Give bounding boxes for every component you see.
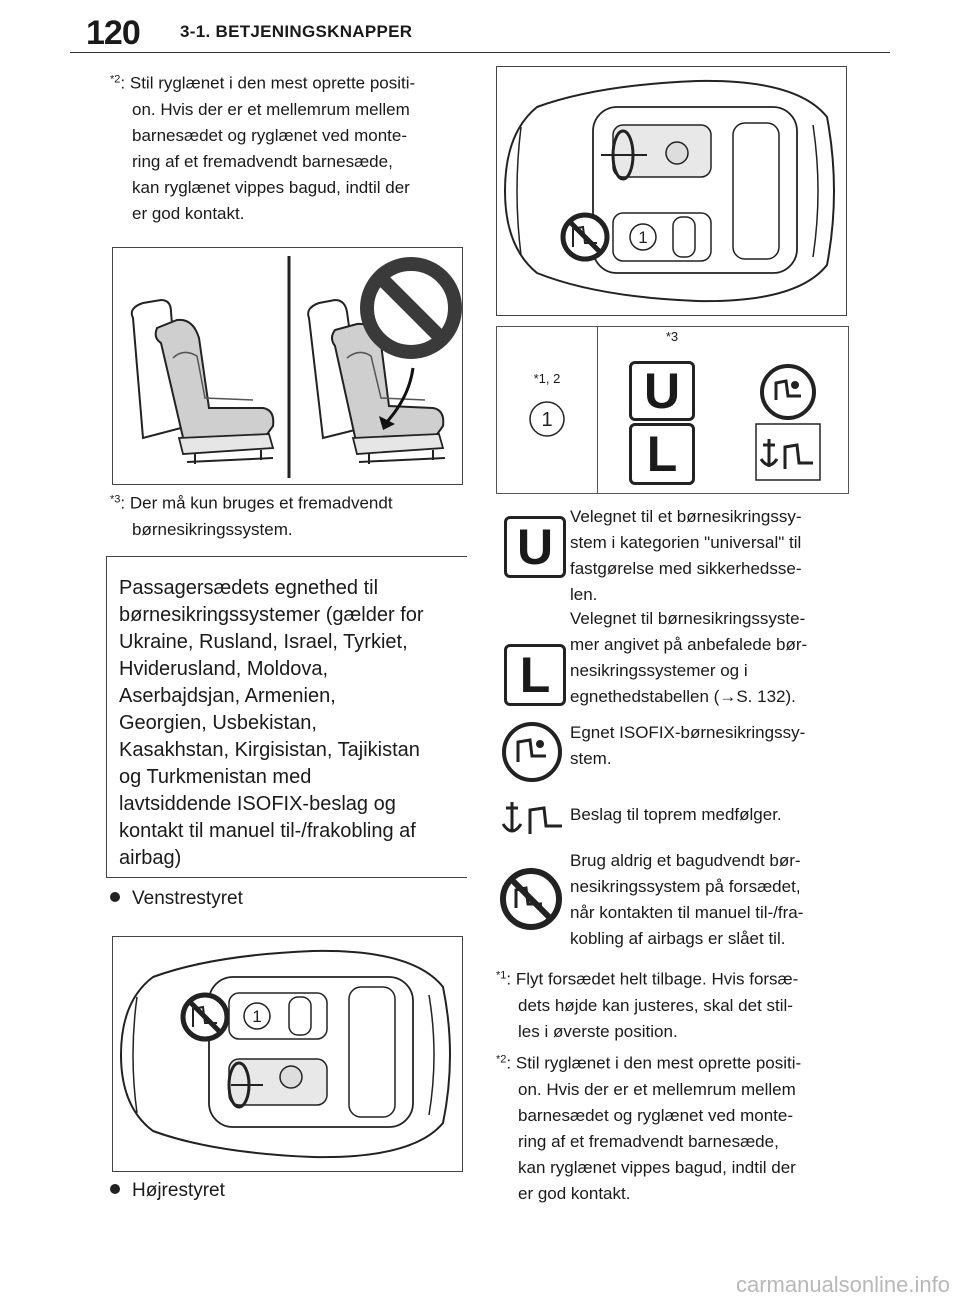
legend-line: Beslag til toprem medfølger.: [570, 805, 782, 824]
heading-line: Aserbajdsjan, Armenien,: [119, 685, 336, 707]
legend-isofix-text: Egnet ISOFIX-børnesikringssy- stem.: [570, 720, 860, 772]
legend-line: mer angivet på anbefalede bør-: [570, 635, 808, 654]
note-line: barnesædet og ryglænet ved monte-: [132, 125, 407, 145]
legend-line: stem.: [570, 749, 612, 768]
legend-tether-text: Beslag til toprem medfølger.: [570, 802, 860, 828]
legend-line: stem i kategorien "universal" til: [570, 533, 802, 552]
heading-line: Ukraine, Rusland, Israel, Tyrkiet,: [119, 631, 408, 653]
note-mark: *2: [496, 1053, 507, 1065]
heading-line: airbag): [119, 847, 182, 869]
legend-line: kobling af airbags er slået til.: [570, 929, 786, 948]
note-line: børnesikringssystem.: [132, 519, 293, 539]
legend-line: nesikringssystemer og i: [570, 661, 748, 680]
seat-number-1-icon: 1: [529, 401, 565, 437]
note-line: er god kontakt.: [518, 1183, 631, 1203]
legend-never-text: Brug aldrig et bagudvendt bør- nesikring…: [570, 848, 860, 952]
seat-number: 1: [638, 228, 647, 247]
heading-line: Passagersædets egnethed til: [119, 577, 379, 599]
note-line: : Der må kun bruges et fremadvendt: [120, 493, 393, 513]
watermark: carmanualsonline.info: [735, 1272, 950, 1297]
lhd-car-figure: 1: [112, 936, 463, 1172]
legend-line: Velegnet til børnesikringssyste-: [570, 609, 806, 628]
correct-seat-icon: [130, 298, 275, 464]
seat-comparison-figure: [112, 247, 463, 485]
note-line: ring af et fremadvendt barnesæde,: [132, 151, 393, 171]
rear-facing-prohibited-icon: [180, 992, 230, 1042]
note-line: kan ryglænet vippes bagud, indtil der: [132, 177, 410, 197]
legend-universal-text: Velegnet til et børnesikringssy- stem i …: [570, 504, 860, 608]
bullet-right-hand-drive: Højrestyret: [110, 1180, 225, 1202]
seat-number: 1: [252, 1007, 261, 1026]
note-mark: *1: [496, 969, 507, 981]
note-line: : Flyt forsædet helt tilbage. Hvis forsæ…: [506, 969, 799, 989]
suitability-table: *1, 2 1 *3 U L: [496, 326, 849, 494]
note-line: les i øverste position.: [518, 1021, 678, 1041]
note-line: kan ryglænet vippes bagud, indtil der: [518, 1157, 796, 1177]
rhd-car-figure: 1: [496, 66, 847, 316]
note-line: : Stil ryglænet i den mest oprette posit…: [506, 1053, 802, 1073]
note-mark: *3: [110, 493, 121, 505]
note-line: : Stil ryglænet i den mest oprette posit…: [120, 73, 416, 93]
legend-line: fastgørelse med sikkerhedsse-: [570, 559, 802, 578]
col2-header: *3: [665, 329, 679, 344]
heading-line: Kasakhstan, Kirgisistan, Tajikistan: [119, 739, 420, 761]
universal-badge-icon: U: [629, 361, 695, 421]
applicability-panel: Passagersædets egnethed til børnesikring…: [106, 556, 467, 878]
top-tether-anchor-icon: [755, 423, 821, 481]
heading-line: børnesikringssystemer (gælder for: [119, 604, 424, 626]
header-rule: [70, 52, 890, 53]
legend-universal-badge-icon: U: [504, 516, 566, 578]
page-number: 120: [86, 14, 141, 52]
legend-isofix-icon: [502, 722, 562, 782]
heading-line: og Turkmenistan med: [119, 766, 312, 788]
child-seat-illustration: [130, 256, 462, 478]
incorrect-seat-icon: [307, 298, 446, 464]
legend-line: når kontakten til manuel til-/fra-: [570, 903, 804, 922]
prohibition-icon: [360, 257, 462, 359]
left-note-2: *2: Stil ryglænet i den mest oprette pos…: [110, 66, 470, 227]
car-top-view-rhd: 1: [503, 79, 835, 303]
left-note-3: *3: Der må kun bruges et fremadvendt bør…: [110, 486, 470, 543]
heading-line: Hviderusland, Moldova,: [119, 658, 328, 680]
right-note-2: *2: Stil ryglænet i den mest oprette pos…: [496, 1046, 866, 1207]
legend-line: len.: [570, 585, 598, 604]
col1-header: *1, 2: [533, 371, 561, 386]
bullet-left-hand-drive: Venstrestyret: [110, 888, 243, 910]
right-note-1: *1: Flyt forsædet helt tilbage. Hvis for…: [496, 962, 866, 1045]
note-line: ring af et fremadvendt barnesæde,: [518, 1131, 779, 1151]
note-line: barnesædet og ryglænet ved monte-: [518, 1105, 793, 1125]
section-title: 3-1. BETJENINGSKNAPPER: [180, 22, 413, 41]
lhd-badge-icon: L: [629, 423, 695, 485]
legend-lhd-badge-icon: L: [504, 644, 566, 706]
heading-line: Georgien, Usbekistan,: [119, 712, 317, 734]
legend-top-tether-icon: [501, 802, 562, 834]
note-line: dets højde kan justeres, skal det stil-: [518, 995, 793, 1015]
table-divider: [597, 327, 598, 493]
bullet-label: Venstrestyret: [132, 888, 243, 909]
legend-line: Egnet ISOFIX-børnesikringssy-: [570, 723, 806, 742]
legend-line: Brug aldrig et bagudvendt bør-: [570, 851, 801, 870]
legend-never-rear-facing-icon: [500, 868, 562, 930]
legend-line: egnethedstabellen (→S. 132).: [570, 687, 796, 706]
svg-text:1: 1: [541, 409, 552, 431]
panel-heading: Passagersædets egnethed til børnesikring…: [107, 557, 467, 872]
note-line: er god kontakt.: [132, 203, 245, 223]
car-top-view-lhd: 1: [119, 949, 451, 1159]
bullet-dot: [110, 891, 120, 902]
bullet-dot: [110, 1183, 120, 1194]
legend-line: Velegnet til et børnesikringssy-: [570, 507, 802, 526]
isofix-seat-icon: [760, 364, 816, 420]
heading-line: lavtsiddende ISOFIX-beslag og: [119, 793, 396, 815]
rear-facing-prohibited-icon: [560, 212, 610, 262]
note-line: on. Hvis der er et mellemrum mellem: [132, 99, 410, 119]
bullet-label: Højrestyret: [132, 1180, 225, 1201]
note-line: on. Hvis der er et mellemrum mellem: [518, 1079, 796, 1099]
heading-line: kontakt til manuel til-/frakobling af: [119, 820, 416, 842]
note-mark: *2: [110, 73, 121, 85]
legend-lhd-text: Velegnet til børnesikringssyste- mer ang…: [570, 606, 860, 710]
legend-line: nesikringssystem på forsædet,: [570, 877, 801, 896]
